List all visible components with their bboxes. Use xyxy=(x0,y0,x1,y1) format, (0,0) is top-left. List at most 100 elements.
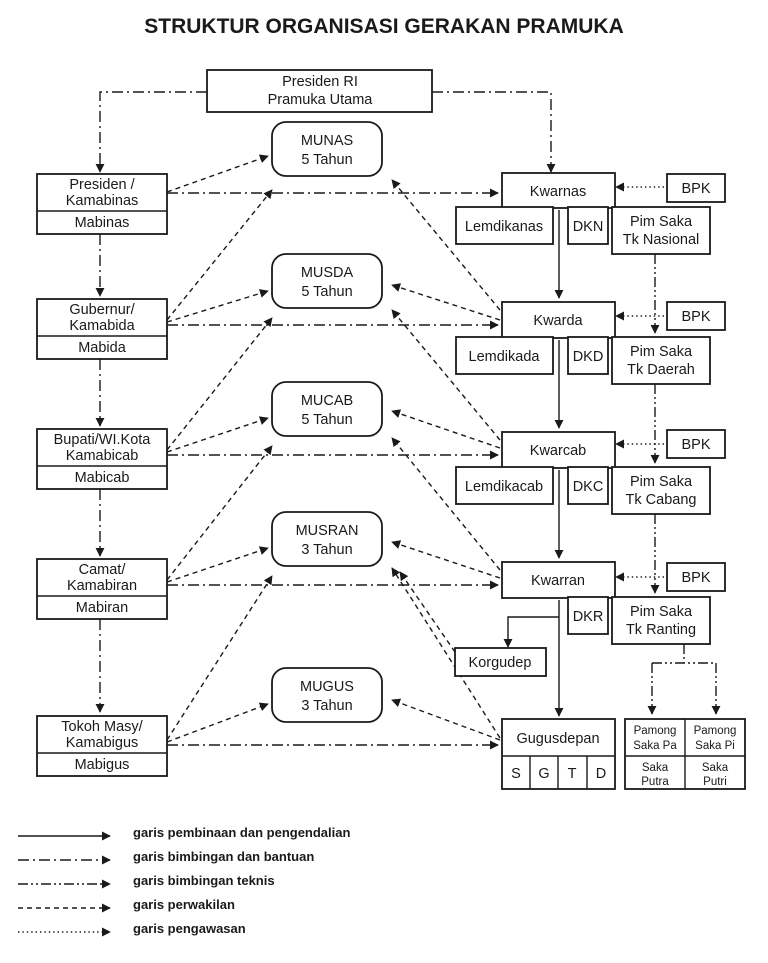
line-kwarran-mucab xyxy=(391,437,501,571)
pamong-saka-pa-line2: Saka Pa xyxy=(633,740,677,752)
gugus-unit-d: D xyxy=(596,766,606,782)
pim-saka-daerah-line2: Tk Daerah xyxy=(627,362,695,378)
line-gugusdepan-musran xyxy=(391,567,501,739)
line-kwarda-musda xyxy=(391,283,501,321)
lemdikanas-label: Lemdikanas xyxy=(465,219,543,235)
musda-line1: MUSDA xyxy=(301,265,354,281)
legend: garis pembinaan dan pengendalian garis b… xyxy=(18,825,350,937)
dkd-label: DKD xyxy=(573,349,604,365)
dkn-label: DKN xyxy=(573,219,604,235)
kamabida-line1: Gubernur/ xyxy=(69,302,135,318)
kwarran-box: Kwarran xyxy=(501,561,616,599)
musda-node: MUSDA 5 Tahun xyxy=(271,253,383,309)
saka-putri-line2: Putri xyxy=(703,776,727,788)
bpk-label: BPK xyxy=(681,437,710,453)
bpk-box-1: BPK xyxy=(666,173,726,203)
line-presidenri-kwarnas xyxy=(432,91,556,173)
mugus-line2: 3 Tahun xyxy=(301,698,352,714)
gugus-unit-s: S xyxy=(511,766,521,782)
line-kamabicab-mucab xyxy=(166,416,269,453)
pim-saka-cabang-box: Pim Saka Tk Cabang xyxy=(611,466,711,515)
kamabicab-box: Bupati/WI.Kota Kamabicab Mabicab xyxy=(36,428,168,490)
musran-line1: MUSRAN xyxy=(296,523,359,539)
line-kwarda-munas xyxy=(391,179,501,311)
kamabida-line2: Kamabida xyxy=(69,318,135,334)
kamabinas-box: Presiden / Kamabinas Mabinas xyxy=(36,173,168,235)
line-kamabicab-musda xyxy=(166,317,273,451)
kamabinas-line1: Presiden / xyxy=(69,177,135,193)
line-kamabiran-musran xyxy=(166,546,269,583)
munas-node: MUNAS 5 Tahun xyxy=(271,121,383,177)
mucab-node: MUCAB 5 Tahun xyxy=(271,381,383,437)
gugusdepan-box: Gugusdepan S G T D xyxy=(501,718,616,790)
kamabigus-line2: Kamabigus xyxy=(66,735,139,751)
lemdikanas-box: Lemdikanas xyxy=(455,206,554,245)
munas-line2: 5 Tahun xyxy=(301,152,352,168)
line-kamabinas-munas xyxy=(166,154,269,193)
legend-item-pengawasan: garis pengawasan xyxy=(18,921,246,937)
pim-saka-cabang-line1: Pim Saka xyxy=(630,474,693,490)
bpk-box-3: BPK xyxy=(666,429,726,459)
dkc-label: DKC xyxy=(573,479,604,495)
dkd-box: DKD xyxy=(567,336,609,375)
line-kamabiran-mucab xyxy=(166,445,273,581)
mugus-line1: MUGUS xyxy=(300,679,354,695)
line-kwarcab-musda xyxy=(391,309,501,441)
kamabicab-line2: Kamabicab xyxy=(66,448,139,464)
presiden-ri-box: Presiden RI Pramuka Utama xyxy=(206,69,433,113)
dkr-label: DKR xyxy=(573,609,604,625)
mucab-line1: MUCAB xyxy=(301,393,353,409)
pim-saka-ranting-box: Pim Saka Tk Ranting xyxy=(611,596,711,645)
pim-saka-daerah-line1: Pim Saka xyxy=(630,344,693,360)
kamabigus-line1: Tokoh Masy/ xyxy=(61,719,143,735)
legend-item-bimbingan-bantuan: garis bimbingan dan bantuan xyxy=(18,849,314,865)
musda-line2: 5 Tahun xyxy=(301,284,352,300)
mucab-line2: 5 Tahun xyxy=(301,412,352,428)
line-pimsaka-ranting-split xyxy=(652,644,716,664)
line-presidenri-kamabinas xyxy=(95,91,207,173)
kwarran-label: Kwarran xyxy=(531,573,585,589)
kamabicab-line1: Bupati/WI.Kota xyxy=(54,432,152,448)
lemdikada-box: Lemdikada xyxy=(455,336,554,375)
mabigus-label: Mabigus xyxy=(75,757,130,773)
bpk-label: BPK xyxy=(681,309,710,325)
pamong-saka-pi-line1: Pamong xyxy=(694,725,737,737)
line-kwarran-musran xyxy=(391,540,501,579)
pamong-saka-box: Pamong Saka Pa Pamong Saka Pi Saka Putra… xyxy=(624,718,746,790)
lemdikada-label: Lemdikada xyxy=(469,349,541,365)
saka-putra-line1: Saka xyxy=(642,762,669,774)
bpk-label: BPK xyxy=(681,181,710,197)
kamabiran-line2: Kamabiran xyxy=(67,578,137,594)
musran-line2: 3 Tahun xyxy=(301,542,352,558)
line-kamabida-musda xyxy=(166,289,269,323)
pamong-saka-pi-line2: Saka Pi xyxy=(695,740,735,752)
pim-saka-nasional-line2: Tk Nasional xyxy=(623,232,700,248)
gugus-unit-g: G xyxy=(538,766,549,782)
mugus-node: MUGUS 3 Tahun xyxy=(271,667,383,723)
korgudep-box: Korgudep xyxy=(454,647,547,677)
pim-saka-daerah-box: Pim Saka Tk Daerah xyxy=(611,336,711,385)
legend-label: garis bimbingan teknis xyxy=(133,873,275,888)
presiden-ri-line1: Presiden RI xyxy=(282,74,358,90)
kamabiran-line1: Camat/ xyxy=(79,562,127,578)
korgudep-label: Korgudep xyxy=(469,655,532,671)
pim-saka-nasional-line1: Pim Saka xyxy=(630,214,693,230)
legend-item-pembinaan: garis pembinaan dan pengendalian xyxy=(18,825,350,841)
gugusdepan-label: Gugusdepan xyxy=(516,731,599,747)
legend-label: garis pengawasan xyxy=(133,921,246,936)
line-kamabigus-musran xyxy=(166,575,273,741)
mabida-label: Mabida xyxy=(78,340,126,356)
kwarda-box: Kwarda xyxy=(501,301,616,339)
munas-line1: MUNAS xyxy=(301,133,353,149)
legend-label: garis pembinaan dan pengendalian xyxy=(133,825,350,840)
mabinas-label: Mabinas xyxy=(75,215,130,231)
chart-title: STRUKTUR ORGANISASI GERAKAN PRAMUKA xyxy=(144,15,624,38)
presiden-ri-line2: Pramuka Utama xyxy=(268,92,374,108)
legend-item-perwakilan: garis perwakilan xyxy=(18,897,235,913)
line-gugusdepan-mugus xyxy=(391,698,501,741)
connector-lines xyxy=(95,91,721,750)
line-kwarran-korgudep xyxy=(503,616,559,648)
kamabida-box: Gubernur/ Kamabida Mabida xyxy=(36,298,168,360)
dkr-box: DKR xyxy=(567,596,609,635)
